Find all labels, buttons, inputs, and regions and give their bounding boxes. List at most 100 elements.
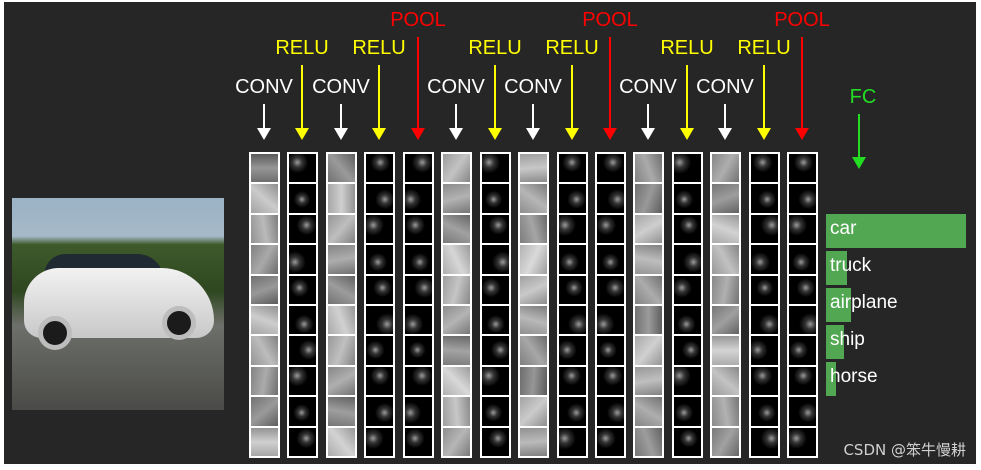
feature-map (405, 184, 432, 213)
feature-map (559, 306, 586, 335)
feature-map (712, 427, 739, 457)
feature-map (482, 427, 509, 457)
arrow-down-icon (411, 37, 425, 140)
feature-map (559, 214, 586, 244)
feature-map (520, 214, 547, 244)
class-score-bar (826, 288, 851, 322)
fc-label: FC (849, 86, 877, 108)
arrow-down-icon (757, 65, 771, 140)
feature-map (443, 214, 470, 244)
feature-map (251, 184, 278, 213)
feature-map-column-pool (403, 152, 434, 458)
feature-map (366, 397, 393, 426)
feature-map (251, 306, 278, 335)
feature-map (520, 245, 547, 274)
feature-map (674, 214, 701, 244)
feature-map (289, 427, 316, 457)
feature-map (328, 306, 355, 335)
feature-map (251, 245, 278, 274)
feature-map (712, 366, 739, 396)
feature-map (443, 397, 470, 426)
feature-map (251, 336, 278, 365)
feature-map (674, 427, 701, 457)
feature-map (443, 154, 470, 183)
feature-map (559, 245, 586, 274)
feature-map (635, 306, 662, 335)
feature-map (520, 275, 547, 305)
feature-map (712, 245, 739, 274)
class-score-bar (826, 362, 836, 396)
feature-map (366, 306, 393, 335)
arrow-down-icon (295, 65, 309, 140)
feature-map (712, 214, 739, 244)
feature-map (328, 366, 355, 396)
feature-map (674, 245, 701, 274)
feature-map (559, 366, 586, 396)
feature-map (366, 275, 393, 305)
feature-map (482, 184, 509, 213)
feature-map (482, 214, 509, 244)
feature-map (289, 214, 316, 244)
feature-map (289, 245, 316, 274)
feature-map-column-conv (441, 152, 472, 458)
feature-map (482, 366, 509, 396)
feature-map (405, 214, 432, 244)
arrow-down-icon (603, 37, 617, 140)
arrow-down-icon (680, 65, 694, 140)
class-score-bar (826, 214, 966, 248)
feature-map (635, 184, 662, 213)
feature-map (482, 154, 509, 183)
feature-map (674, 397, 701, 426)
feature-map (443, 184, 470, 213)
feature-map (712, 184, 739, 213)
feature-map (674, 336, 701, 365)
arrow-down-icon (449, 104, 463, 140)
feature-map (712, 306, 739, 335)
feature-map (366, 154, 393, 183)
feature-map (789, 427, 816, 457)
class-label: car (830, 218, 857, 239)
layer-label-conv: CONV (235, 76, 293, 98)
feature-map (405, 306, 432, 335)
feature-map (482, 397, 509, 426)
feature-map (328, 397, 355, 426)
arrow-down-icon (718, 104, 732, 140)
feature-map (559, 154, 586, 183)
feature-map (751, 154, 778, 183)
feature-map (251, 366, 278, 396)
feature-map (751, 306, 778, 335)
feature-map (751, 214, 778, 244)
layer-label-relu: RELU (275, 37, 329, 59)
feature-map-column-conv (518, 152, 549, 458)
layer-label-pool: POOL (582, 9, 638, 31)
layer-label-relu: RELU (737, 37, 791, 59)
arrow-down-icon (565, 65, 579, 140)
layer-label-relu: RELU (660, 37, 714, 59)
feature-map-column-relu (672, 152, 703, 458)
feature-map (789, 306, 816, 335)
feature-map (405, 275, 432, 305)
feature-map (712, 154, 739, 183)
class-score-bar (826, 251, 847, 285)
arrow-down-icon (372, 65, 386, 140)
feature-map (751, 366, 778, 396)
arrow-down-icon (795, 37, 809, 140)
feature-map (366, 245, 393, 274)
feature-map (520, 154, 547, 183)
layer-label-conv: CONV (619, 76, 677, 98)
feature-map (289, 366, 316, 396)
car-wheel-front (38, 316, 72, 350)
feature-map (405, 366, 432, 396)
feature-map (520, 306, 547, 335)
feature-map (520, 366, 547, 396)
feature-map (597, 306, 624, 335)
layer-label-relu: RELU (545, 37, 599, 59)
feature-map (559, 397, 586, 426)
feature-map (635, 336, 662, 365)
layer-label-relu: RELU (352, 37, 406, 59)
feature-map (405, 427, 432, 457)
feature-map (559, 184, 586, 213)
feature-map-column-relu (287, 152, 318, 458)
feature-map (751, 427, 778, 457)
